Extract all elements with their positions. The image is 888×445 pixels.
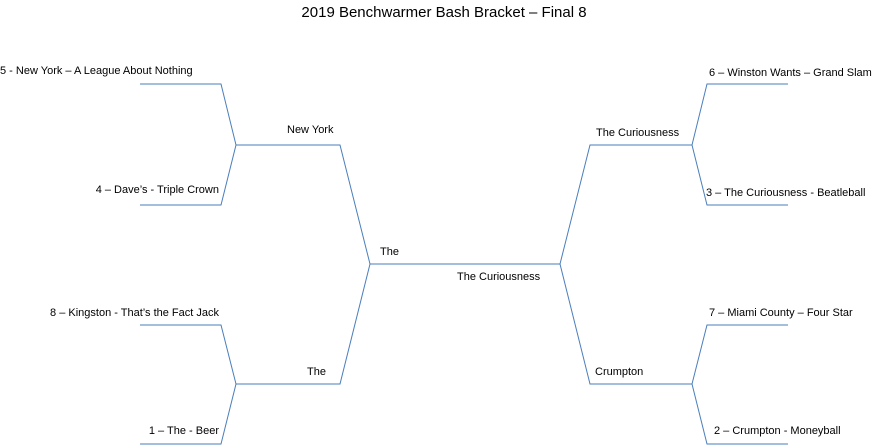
left-r1-team-1: 5 - New York – A League About Nothing [0, 65, 193, 77]
right-r2-winner-2: Crumpton [595, 366, 644, 378]
left-r2-winner-2: The [307, 366, 326, 378]
left-r1-team-3: 8 – Kingston - That’s the Fact Jack [50, 307, 219, 319]
right-round1-lines [691, 83, 788, 445]
bracket-line [236, 144, 371, 385]
left-r1-team-2: 4 – Dave’s - Triple Crown [95, 184, 219, 196]
left-r3-winner: The [380, 246, 399, 258]
right-r1-team-1: 6 – Winston Wants – Grand Slam [709, 67, 872, 79]
right-r1-team-3: 7 – Miami County – Four Star [709, 307, 853, 319]
bracket-line [691, 324, 788, 445]
right-round2-lines [559, 144, 692, 385]
right-r2-winner-1: The Curiousness [596, 127, 680, 139]
right-r1-team-4: 2 – Crumpton - Moneyball [714, 425, 841, 437]
bracket-line [691, 83, 788, 206]
right-r3-winner: The Curiousness [457, 271, 541, 283]
left-round1-lines [140, 83, 237, 445]
left-r2-winner-1: New York [287, 124, 334, 136]
left-round2-lines [236, 144, 371, 385]
bracket-line [559, 144, 692, 385]
right-r1-team-2: 3 – The Curiousness - Beatleball [706, 187, 866, 199]
left-r1-team-4: 1 – The - Beer [148, 425, 219, 437]
bracket-title: 2019 Benchwarmer Bash Bracket – Final 8 [301, 4, 587, 21]
